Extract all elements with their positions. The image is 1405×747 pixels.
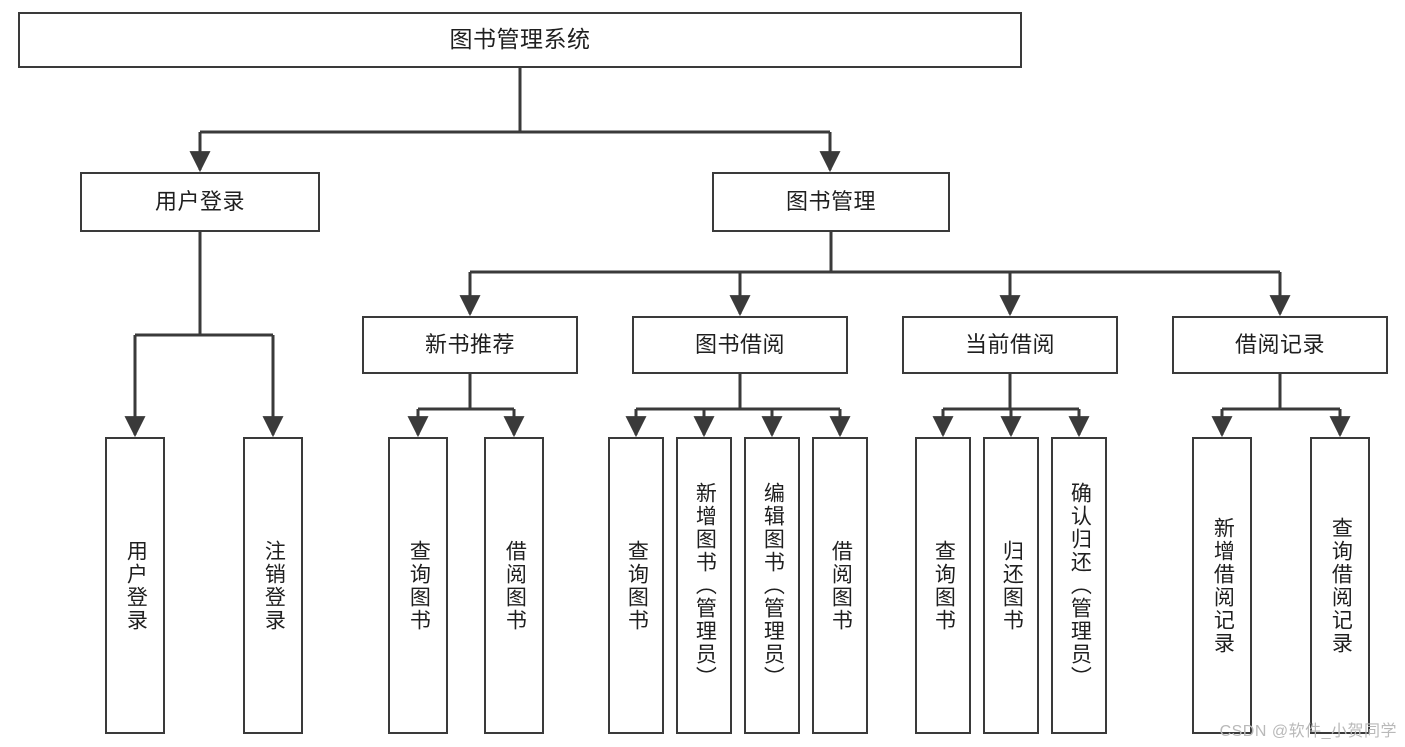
leaf-edit-book-admin[interactable]: 编辑图书（管理员）	[744, 437, 800, 734]
csdn-watermark: CSDN @软件_小贺同学	[1219, 723, 1397, 740]
node-book-borrow-label: 图书借阅	[694, 332, 785, 358]
leaf-user-login-label: 用户登录	[124, 539, 148, 632]
leaf-user-login[interactable]: 用户登录	[105, 437, 165, 734]
leaf-add-book-admin-label: 新增图书（管理员）	[693, 482, 717, 689]
leaf-query-borrow-record[interactable]: 查询借阅记录	[1310, 437, 1370, 734]
node-new-book-recommend[interactable]: 新书推荐	[362, 316, 578, 374]
leaf-borrow-book-recommend[interactable]: 借阅图书	[484, 437, 544, 734]
leaf-return-book-label: 归还图书	[1000, 539, 1024, 632]
node-current-borrow-label: 当前借阅	[964, 332, 1055, 358]
leaf-query-borrow-record-label: 查询借阅记录	[1329, 516, 1353, 655]
leaf-query-book-current-label: 查询图书	[932, 539, 956, 632]
leaf-query-book-current[interactable]: 查询图书	[915, 437, 971, 734]
leaf-logout-login-label: 注销登录	[262, 539, 286, 632]
leaf-query-book-borrow-label: 查询图书	[625, 539, 649, 632]
leaf-logout-login[interactable]: 注销登录	[243, 437, 303, 734]
node-root-system[interactable]: 图书管理系统	[18, 12, 1022, 68]
leaf-query-book-recommend[interactable]: 查询图书	[388, 437, 448, 734]
leaf-return-book[interactable]: 归还图书	[983, 437, 1039, 734]
leaf-borrow-book[interactable]: 借阅图书	[812, 437, 868, 734]
leaf-query-book-borrow[interactable]: 查询图书	[608, 437, 664, 734]
leaf-borrow-book-recommend-label: 借阅图书	[503, 539, 527, 632]
leaf-borrow-book-label: 借阅图书	[829, 539, 853, 632]
node-new-book-recommend-label: 新书推荐	[424, 332, 515, 358]
leaf-add-borrow-record-label: 新增借阅记录	[1211, 516, 1235, 655]
node-book-management[interactable]: 图书管理	[712, 172, 950, 232]
node-current-borrow[interactable]: 当前借阅	[902, 316, 1118, 374]
node-book-management-label: 图书管理	[785, 189, 876, 215]
node-user-login[interactable]: 用户登录	[80, 172, 320, 232]
node-book-borrow[interactable]: 图书借阅	[632, 316, 848, 374]
leaf-add-borrow-record[interactable]: 新增借阅记录	[1192, 437, 1252, 734]
leaf-query-book-recommend-label: 查询图书	[407, 539, 431, 632]
leaf-confirm-return-admin-label: 确认归还（管理员）	[1068, 482, 1092, 689]
node-borrow-record[interactable]: 借阅记录	[1172, 316, 1388, 374]
node-user-login-label: 用户登录	[154, 189, 245, 215]
leaf-add-book-admin[interactable]: 新增图书（管理员）	[676, 437, 732, 734]
node-borrow-record-label: 借阅记录	[1234, 332, 1325, 358]
leaf-confirm-return-admin[interactable]: 确认归还（管理员）	[1051, 437, 1107, 734]
node-root-label: 图书管理系统	[449, 26, 591, 53]
leaf-edit-book-admin-label: 编辑图书（管理员）	[761, 482, 785, 689]
